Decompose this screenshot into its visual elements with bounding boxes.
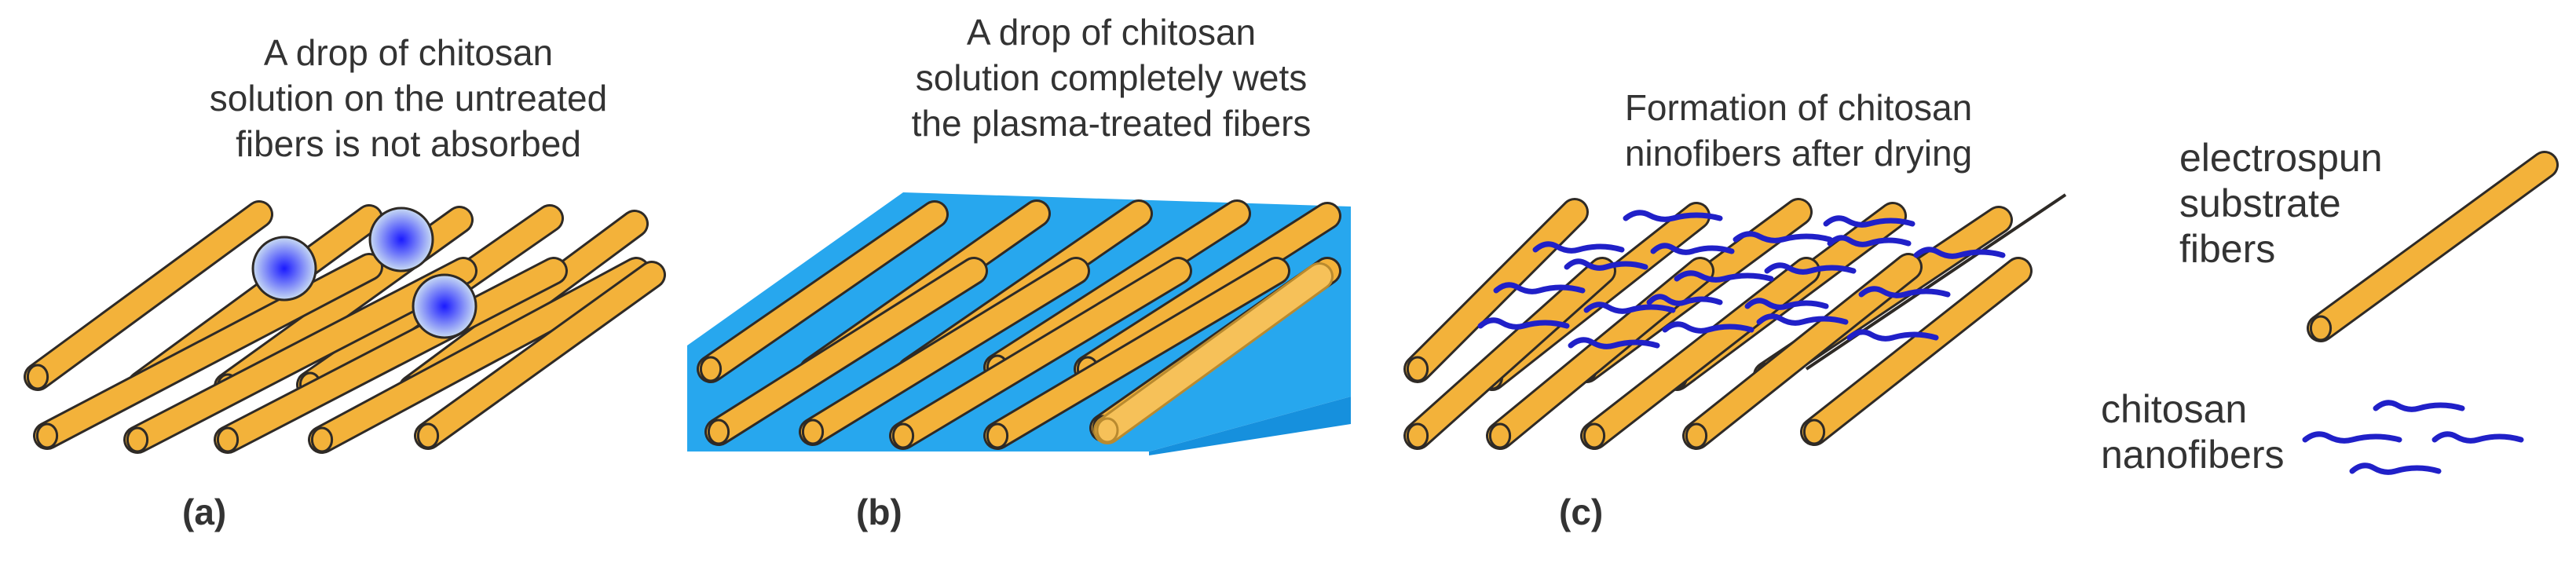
nanofiber-c-18 [1744,298,1829,310]
caption-c-line-2: ninofibers after drying [1624,133,1973,174]
legend-substrate-label: electrospun substrate fibers [2179,135,2383,272]
nanofiber-c-2 [1623,210,1723,222]
legend-nanofibers-line-2: nanofibers [2101,433,2285,477]
legend-fiber-icon [2307,151,2559,342]
caption-b-line-2: solution completely wets [915,57,1308,98]
nanofiber-c-12 [1568,337,1660,349]
chitosan-drop-1 [251,236,317,302]
fiber-a-9 [308,257,650,454]
caption-a: A drop of chitosan solution on the untre… [153,30,664,166]
nanofiber-c-20 [1646,294,1723,306]
legend-nanofiber-icon [2302,400,2524,475]
nanofibers-c [1477,210,2006,349]
fiber-mat-a [24,200,666,454]
caption-b-line-1: A drop of chitosan [966,12,1257,53]
fiber-a-8 [214,257,568,454]
chitosan-drops-a [251,207,478,339]
legend-substrate-line-3: fibers [2179,227,2276,271]
fiber-a-10 [414,261,666,450]
nanofiber-c-7 [1583,302,1676,314]
caption-c-line-1: Formation of chitosan [1624,87,1973,128]
nanofiber-c-16 [1564,258,1648,271]
nanofiber-c-17 [1650,243,1735,255]
fiber-c-6 [1403,257,1616,450]
fiber-a-7 [123,257,478,454]
nanofiber-c-13 [1662,321,1755,334]
panel-label-c: (c) [1559,492,1604,532]
legend-nanofiber-2 [2302,431,2402,444]
caption-a-line-2: solution on the untreated [209,78,608,119]
nanofiber-c-6 [1493,282,1586,294]
nanofiber-c-1 [1532,241,1625,254]
fiber-a-6 [33,253,383,450]
nanofiber-c-3 [1733,231,1833,243]
nanofiber-c-5 [1913,247,2006,259]
fiber-c-10 [1800,257,2033,446]
fiber-b-8 [889,257,1192,450]
panel-label-b: (b) [856,492,902,532]
caption-b: A drop of chitosan solution completely w… [836,9,1386,146]
nanofiber-c-15 [1846,329,1939,342]
film-side-face [1149,397,1351,455]
caption-b-line-3: the plasma-treated fibers [911,103,1312,144]
fiber-c-8 [1580,257,1820,450]
legend-substrate-line-1: electrospun [2179,136,2383,180]
legend-nanofiber-3 [2431,431,2524,444]
nanofiber-c-14 [1756,313,1849,326]
nanofiber-c-8 [1674,270,1774,283]
panel-label-a: (a) [182,492,227,532]
fiber-a-1 [24,200,273,391]
nanofiber-c-9 [1764,262,1857,275]
legend-nanofiber-4 [2349,462,2442,475]
fiber-b-7 [799,257,1090,446]
caption-a-line-3: fibers is not absorbed [236,123,581,164]
chitosan-drop-2 [368,207,434,272]
fiber-b-6 [704,257,988,446]
nanofiber-c-10 [1858,286,1951,298]
nanofiber-c-19 [1827,235,1912,247]
legend-nanofibers-label: chitosan nanofibers [2101,386,2285,477]
legend-nanofibers-line-1: chitosan [2101,387,2248,431]
fiber-b-outlined [1093,262,1334,444]
legend-substrate-line-2: substrate [2179,181,2341,225]
legend-nanofiber-1 [2373,400,2465,412]
legend-fiber-rod [2307,151,2559,342]
chitosan-drop-3 [412,273,478,339]
fiber-c-9 [1682,253,1923,450]
nanofiber-c-11 [1477,317,1570,330]
nanofiber-c-4 [1823,215,1916,228]
caption-a-line-1: A drop of chitosan [263,32,554,73]
fiber-b-1 [697,200,949,383]
caption-c: Formation of chitosan ninofibers after d… [1543,85,2054,176]
fiber-mat-b [697,199,1341,450]
fiber-b-9 [983,257,1290,450]
